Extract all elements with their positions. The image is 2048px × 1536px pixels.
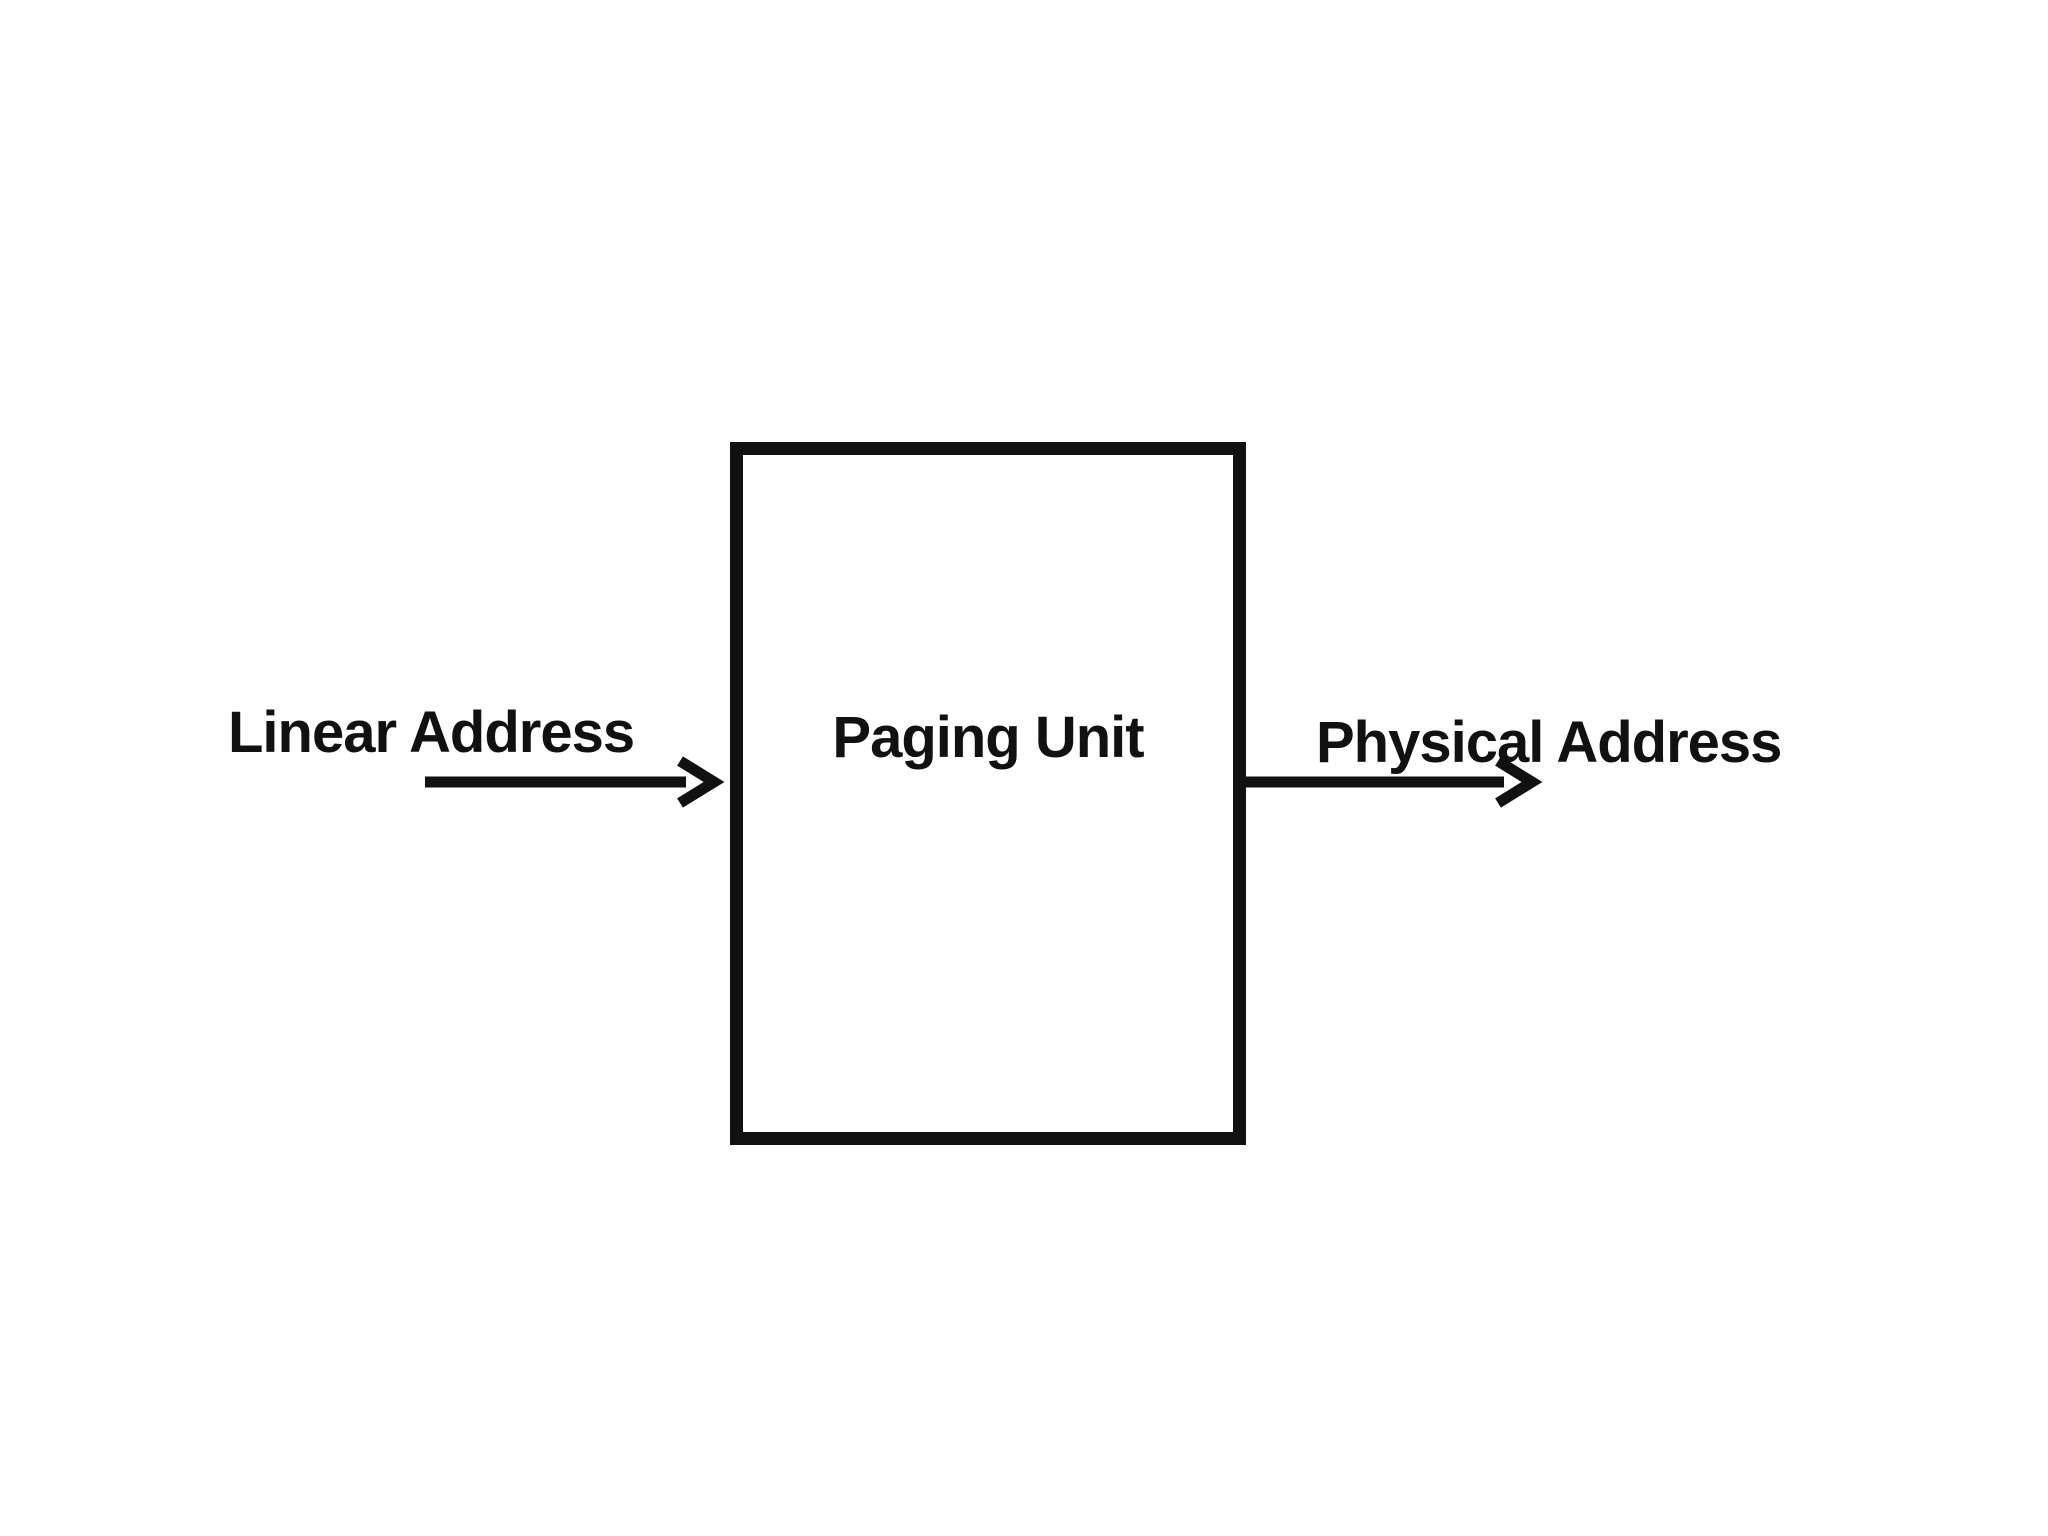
paging-unit-box: [730, 442, 1246, 1145]
linear-address-label: Linear Address: [228, 700, 635, 765]
paging-unit-label: Paging Unit: [832, 705, 1144, 770]
linear-address-arrow: [425, 756, 725, 808]
physical-address-label: Physical Address: [1316, 710, 1782, 775]
linear-address-arrowhead-icon: [677, 756, 725, 808]
